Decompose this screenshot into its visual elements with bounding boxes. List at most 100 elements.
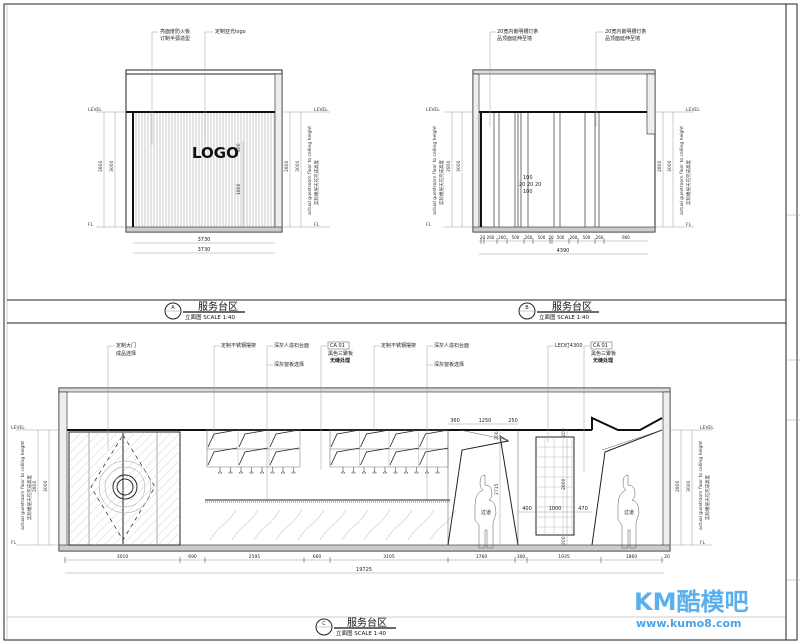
hatch-line	[94, 459, 181, 546]
callout-code-2: CA 01	[593, 343, 608, 349]
detail-dim-1: 20	[519, 182, 525, 188]
marble-vein	[429, 509, 457, 541]
inner-dim-s3: 200	[561, 536, 567, 545]
dim-a-width-1: 3730	[198, 237, 211, 243]
shelf-bracket	[389, 429, 420, 448]
callout-panel-1: 深灰窗板选择	[274, 361, 304, 368]
callouts-c: 定制大门 成品选择 定制不锈钢摆架 深灰人造石台面 深灰窗板选择 CA 01 黑…	[107, 341, 616, 502]
callout-code-1-desc: 黑色三聚板	[328, 350, 353, 357]
shelf-bracket	[389, 447, 420, 466]
marble-vein	[319, 509, 347, 541]
callout-a-2: 定制亚光logo	[215, 28, 246, 35]
height-note-cn-b: 实际楼层天花完成高度	[438, 160, 445, 205]
callout-b-2b: 品顶面延伸至墙	[605, 35, 640, 42]
callout-rack-1: 定制不锈钢摆架	[221, 342, 256, 349]
level-floor-c: FL	[11, 540, 17, 546]
level-ceiling-c: LEVEL	[11, 425, 25, 431]
hatch-line	[68, 431, 146, 509]
shelf-bracket	[330, 447, 361, 466]
inner-dim-s1: 200	[494, 431, 500, 440]
dim-b-total: 4390	[557, 248, 570, 254]
height-note-en-b: actual guestroom floor to ceiling height	[432, 126, 438, 215]
hatch-line	[166, 531, 181, 546]
elevation-c: 过道 过道 360 1250 250 2715 200 2600 200 200…	[11, 341, 714, 574]
hanger-icon	[259, 467, 265, 474]
hanger-icon	[290, 467, 297, 474]
logo-text: LOGO	[192, 144, 239, 162]
shelf-bracket	[330, 429, 361, 448]
hatch-line	[85, 450, 181, 546]
dim-b-9: 500	[583, 235, 591, 240]
hatch-line	[157, 522, 181, 546]
dim-a-right-2800: 2800	[284, 160, 290, 172]
dim-c-9: 20	[664, 554, 670, 560]
level-ceiling-b: LEVEL	[426, 107, 440, 113]
callout-b-2: 20宽内嵌明槽灯条	[605, 28, 646, 35]
shelf-bracket	[269, 447, 300, 466]
shelf-bracket	[269, 429, 300, 448]
sheet-frame	[3, 3, 800, 641]
level-ceiling-b2: LEVEL	[686, 107, 700, 113]
shelf-unit	[206, 429, 301, 468]
dim-c-3: 660	[313, 554, 322, 560]
marble-vein	[231, 509, 259, 541]
shelf-bracket	[419, 447, 449, 466]
dim-logo-h: 400	[236, 143, 242, 152]
hatch-line	[68, 431, 92, 455]
dim-b-11: 900	[622, 235, 630, 240]
dim-b-right-2800: 2800	[657, 160, 663, 172]
hanger-icon	[217, 467, 223, 474]
dim-b-0: 20	[480, 235, 486, 240]
height-note-cn-c: 实际楼层天花完成高度	[26, 475, 33, 520]
watermark: KM酷模吧 www.kumo8.com	[634, 588, 748, 630]
callout-code-1-note: 无缝处理	[329, 357, 350, 364]
height-note-en-b2: actual guestroom floor to ceiling height	[679, 126, 685, 215]
inner-dim-w1: 400	[522, 506, 532, 512]
hatch-line	[112, 477, 181, 546]
callout-code-2-note: 无缝处理	[592, 357, 613, 364]
callout-rack-2: 定制不锈钢摆架	[381, 342, 416, 349]
callout-code-1: CA 01	[330, 343, 345, 349]
shelf-bracket	[360, 429, 390, 448]
title-a-text: 服务台区	[198, 300, 238, 313]
marker-b: B	[525, 305, 529, 311]
elevation-a: 亮面度防火板 订制半弧造型 定制亚光logo LOGO 400 1800 280…	[88, 28, 330, 254]
title-a: A 服务台区 立面图 SCALE 1:40	[164, 300, 245, 321]
hatch-line	[68, 431, 83, 446]
hanger-icon	[350, 467, 357, 474]
subtitle-b: 立面图 SCALE 1:40	[539, 313, 589, 321]
dim-c-4: 3105	[383, 554, 395, 560]
callout-code-2-desc: 黑色三聚板	[591, 350, 616, 357]
hanger-icon	[403, 467, 409, 474]
inner-dim-w3: 470	[578, 506, 588, 512]
dim-a-width-2: 3730	[198, 247, 211, 253]
hatch-line	[103, 468, 181, 546]
dim-b-7: 500	[557, 235, 565, 240]
hatch-line	[68, 431, 110, 473]
hatch-line	[68, 431, 128, 491]
hanger-icon	[340, 467, 346, 474]
marble-vein	[363, 509, 391, 541]
shelf-bracket	[419, 429, 449, 448]
level-floor-c2: FL	[700, 540, 706, 546]
figure-label-2: 过道	[624, 509, 634, 516]
hatch-line	[139, 504, 181, 546]
figure-label-1: 过道	[481, 509, 491, 516]
dim-b-5: 500	[538, 235, 546, 240]
dim-b-3: 500	[512, 235, 520, 240]
height-note-en: actual guestroom floor to ceiling height	[307, 126, 313, 215]
dim-b-2: 260	[498, 235, 506, 240]
inner-dim-w2: 1000	[549, 506, 562, 512]
dim-c-5: 1760	[476, 554, 488, 560]
height-note-cn-c2: 实际楼层天花完成高度	[704, 475, 711, 520]
dim-c-total: 19725	[356, 567, 372, 573]
detail-dim-3: 20	[535, 182, 541, 188]
dim-c-8: 1860	[626, 554, 638, 560]
height-note-en-c: actual guestroom floor to ceiling height	[20, 441, 26, 530]
level-ceiling: LEVEL	[314, 107, 328, 113]
inner-dim-h2: 2600	[561, 478, 567, 490]
level-ceiling-c2: LEVEL	[700, 425, 714, 431]
hatch-line	[148, 513, 181, 546]
